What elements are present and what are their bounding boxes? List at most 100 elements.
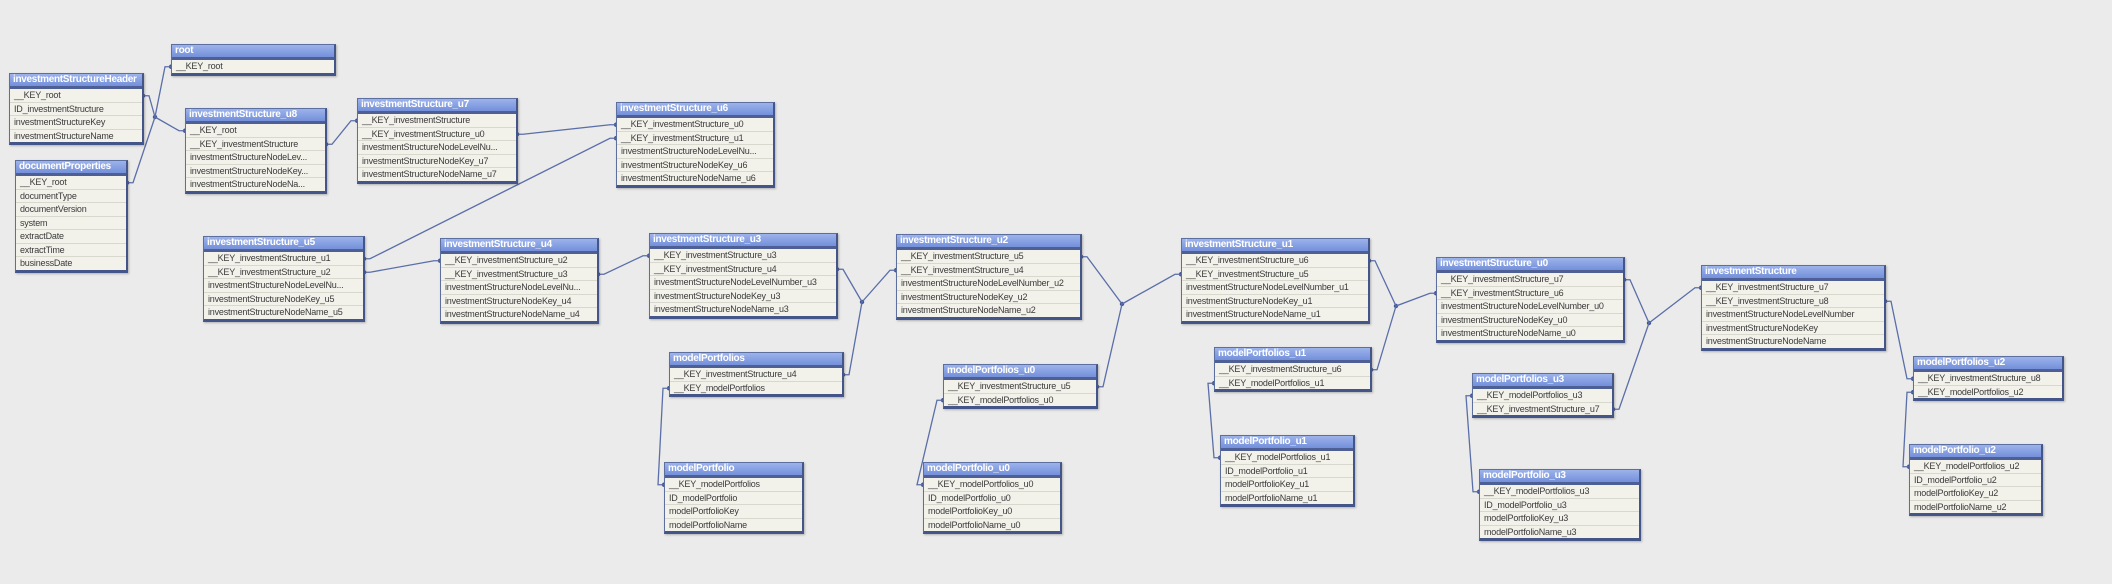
field-row[interactable]: modelPortfolioKey_u3 bbox=[1480, 512, 1639, 526]
field-row[interactable]: __KEY_modelPortfolios_u0 bbox=[948, 394, 1054, 405]
field-row[interactable]: __KEY_modelPortfolios bbox=[665, 478, 802, 492]
field-row[interactable]: __KEY_investmentStructure_u7 bbox=[1702, 281, 1884, 295]
field-row[interactable]: ID_modelPortfolio_u0 bbox=[924, 492, 1060, 505]
field-row[interactable]: investmentStructureNodeName_u4 bbox=[445, 309, 580, 319]
field-row[interactable]: investmentStructureNodeKey_u3 bbox=[650, 290, 836, 303]
field-row[interactable]: investmentStructureNodeLevelNu... bbox=[617, 145, 773, 159]
field-row[interactable]: __KEY_investmentStructure_u3 bbox=[650, 249, 836, 263]
table-title[interactable]: modelPortfolios_u0 bbox=[944, 365, 1096, 380]
table-title[interactable]: investmentStructure_u5 bbox=[204, 237, 363, 252]
table-mp-u1[interactable]: modelPortfolio_u1__KEY_modelPortfolios_u… bbox=[1220, 435, 1355, 507]
field-row[interactable]: modelPortfolioName_u3 bbox=[1484, 526, 1577, 537]
field-row[interactable]: investmentStructureNodeName_u3 bbox=[654, 304, 789, 314]
field-row[interactable]: ID_investmentStructure bbox=[10, 103, 142, 116]
field-row[interactable]: __KEY_root bbox=[186, 124, 325, 138]
table-mps-u2[interactable]: modelPortfolios_u2__KEY_investmentStruct… bbox=[1913, 356, 2064, 401]
field-row[interactable]: documentVersion bbox=[16, 203, 126, 217]
field-row[interactable]: investmentStructureNodeLevelNumber_u3 bbox=[650, 276, 836, 290]
table-mp-u3[interactable]: modelPortfolio_u3__KEY_modelPortfolios_u… bbox=[1479, 469, 1641, 541]
table-u8[interactable]: investmentStructure_u8__KEY_root__KEY_in… bbox=[185, 108, 327, 194]
field-row[interactable]: extractDate bbox=[16, 230, 126, 244]
field-row[interactable]: __KEY_root bbox=[16, 176, 126, 190]
table-u0[interactable]: investmentStructure_u0__KEY_investmentSt… bbox=[1436, 257, 1625, 343]
field-row[interactable]: modelPortfolioName_u1 bbox=[1225, 492, 1318, 503]
field-row[interactable]: __KEY_investmentStructure_u8 bbox=[1914, 372, 2062, 386]
field-row[interactable]: __KEY_investmentStructure_u0 bbox=[358, 128, 516, 141]
table-title[interactable]: modelPortfolios bbox=[670, 353, 842, 368]
field-row[interactable]: __KEY_investmentStructure_u7 bbox=[1437, 273, 1623, 287]
field-row[interactable]: modelPortfolioName bbox=[669, 519, 747, 530]
field-row[interactable]: __KEY_investmentStructure_u4 bbox=[650, 263, 836, 276]
field-row[interactable]: investmentStructureNodeName_u5 bbox=[208, 307, 343, 317]
table-title[interactable]: modelPortfolios_u2 bbox=[1914, 357, 2062, 372]
table-title[interactable]: investmentStructure_u6 bbox=[617, 103, 773, 118]
field-row[interactable]: investmentStructureNodeKey_u1 bbox=[1182, 295, 1368, 308]
field-row[interactable]: investmentStructureNodeLevelNumber_u0 bbox=[1437, 300, 1623, 314]
field-row[interactable]: documentType bbox=[16, 190, 126, 203]
field-row[interactable]: investmentStructureNodeName_u7 bbox=[362, 169, 497, 179]
field-row[interactable]: investmentStructureNodeKey_u4 bbox=[441, 295, 597, 308]
field-row[interactable]: investmentStructureNodeKey_u6 bbox=[617, 159, 773, 172]
field-row[interactable]: __KEY_modelPortfolios_u3 bbox=[1473, 389, 1612, 403]
table-title[interactable]: root bbox=[172, 45, 334, 60]
table-title[interactable]: modelPortfolio_u0 bbox=[924, 463, 1060, 478]
field-row[interactable]: investmentStructureNodeKey bbox=[1702, 322, 1884, 335]
table-title[interactable]: investmentStructureHeader bbox=[10, 74, 142, 89]
field-row[interactable]: businessDate bbox=[20, 258, 73, 268]
field-row[interactable]: ID_modelPortfolio_u3 bbox=[1480, 499, 1639, 512]
field-row[interactable]: investmentStructureNodeName_u2 bbox=[901, 305, 1036, 315]
field-row[interactable]: __KEY_investmentStructure bbox=[358, 114, 516, 128]
field-row[interactable]: investmentStructureNodeName bbox=[1706, 336, 1827, 346]
table-title[interactable]: investmentStructure_u7 bbox=[358, 99, 516, 114]
field-row[interactable]: __KEY_investmentStructure_u5 bbox=[897, 250, 1080, 264]
field-row[interactable]: investmentStructureNodeLevelNumber_u1 bbox=[1182, 281, 1368, 295]
field-row[interactable]: system bbox=[16, 217, 126, 230]
field-row[interactable]: __KEY_investmentStructure_u0 bbox=[617, 118, 773, 132]
field-row[interactable]: modelPortfolioKey bbox=[665, 505, 802, 519]
table-mps-u1[interactable]: modelPortfolios_u1__KEY_investmentStruct… bbox=[1214, 347, 1372, 392]
field-row[interactable]: __KEY_investmentStructure_u2 bbox=[204, 266, 363, 279]
field-row[interactable]: investmentStructureNodeKey_u0 bbox=[1437, 314, 1623, 327]
field-row[interactable]: __KEY_modelPortfolios_u2 bbox=[1910, 460, 2041, 474]
table-root[interactable]: root__KEY_root bbox=[171, 44, 336, 76]
field-row[interactable]: __KEY_investmentStructure bbox=[186, 138, 325, 151]
field-row[interactable]: investmentStructureNodeLevelNu... bbox=[358, 141, 516, 155]
table-mp-u2[interactable]: modelPortfolio_u2__KEY_modelPortfolios_u… bbox=[1909, 444, 2043, 516]
field-row[interactable]: investmentStructureNodeKey... bbox=[186, 165, 325, 178]
field-row[interactable]: __KEY_investmentStructure_u4 bbox=[897, 264, 1080, 277]
field-row[interactable]: __KEY_investmentStructure_u8 bbox=[1702, 295, 1884, 308]
field-row[interactable]: modelPortfolioKey_u0 bbox=[924, 505, 1060, 519]
table-title[interactable]: modelPortfolio_u2 bbox=[1910, 445, 2041, 460]
table-mps[interactable]: modelPortfolios__KEY_investmentStructure… bbox=[669, 352, 844, 397]
field-row[interactable]: investmentStructureKey bbox=[10, 116, 142, 130]
table-mps-u0[interactable]: modelPortfolios_u0__KEY_investmentStruct… bbox=[943, 364, 1098, 409]
table-title[interactable]: documentProperties bbox=[16, 161, 126, 176]
field-row[interactable]: __KEY_modelPortfolios_u1 bbox=[1221, 451, 1353, 465]
field-row[interactable]: modelPortfolioKey_u1 bbox=[1221, 478, 1353, 492]
table-title[interactable]: modelPortfolios_u1 bbox=[1215, 348, 1370, 363]
field-row[interactable]: __KEY_investmentStructure_u4 bbox=[670, 368, 842, 382]
field-row[interactable]: __KEY_investmentStructure_u5 bbox=[1182, 268, 1368, 281]
field-row[interactable]: investmentStructureNodeLevelNu... bbox=[204, 279, 363, 293]
table-title[interactable]: investmentStructure_u8 bbox=[186, 109, 325, 124]
field-row[interactable]: __KEY_investmentStructure_u2 bbox=[441, 254, 597, 268]
field-row[interactable]: ID_modelPortfolio bbox=[665, 492, 802, 505]
table-u1[interactable]: investmentStructure_u1__KEY_investmentSt… bbox=[1181, 238, 1370, 324]
field-row[interactable]: __KEY_investmentStructure_u1 bbox=[204, 252, 363, 266]
field-row[interactable]: modelPortfolioKey_u2 bbox=[1910, 487, 2041, 501]
field-row[interactable]: investmentStructureNodeName_u0 bbox=[1441, 328, 1576, 338]
table-title[interactable]: modelPortfolio bbox=[665, 463, 802, 478]
table-u3[interactable]: investmentStructure_u3__KEY_investmentSt… bbox=[649, 233, 838, 319]
field-row[interactable]: investmentStructureNodeLev... bbox=[186, 151, 325, 165]
table-mps-u3[interactable]: modelPortfolios_u3__KEY_modelPortfolios_… bbox=[1472, 373, 1614, 418]
field-row[interactable]: investmentStructureNodeLevelNumber_u2 bbox=[897, 277, 1080, 291]
table-title[interactable]: modelPortfolio_u3 bbox=[1480, 470, 1639, 485]
field-row[interactable]: __KEY_modelPortfolios_u0 bbox=[924, 478, 1060, 492]
field-row[interactable]: __KEY_investmentStructure_u5 bbox=[944, 380, 1096, 394]
field-row[interactable]: investmentStructureNodeKey_u5 bbox=[204, 293, 363, 306]
field-row[interactable]: investmentStructureNodeName_u6 bbox=[621, 173, 756, 183]
field-row[interactable]: __KEY_modelPortfolios_u1 bbox=[1219, 377, 1325, 388]
